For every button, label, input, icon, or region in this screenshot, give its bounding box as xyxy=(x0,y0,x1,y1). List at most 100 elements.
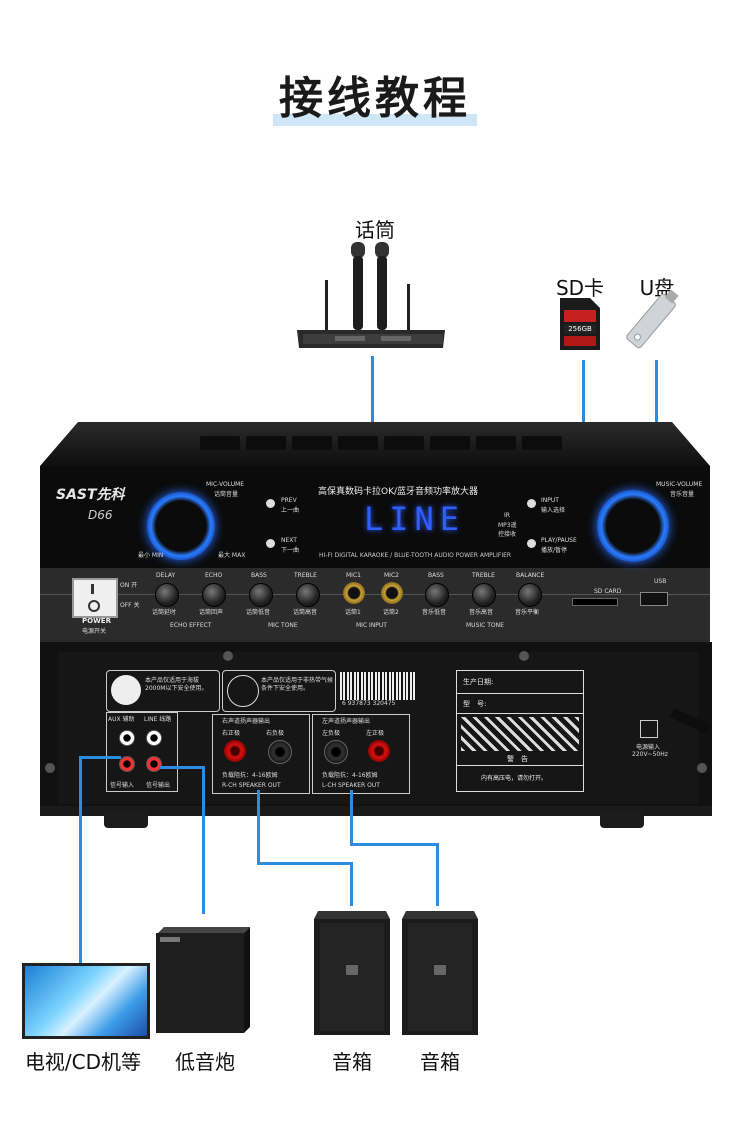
vent xyxy=(246,436,286,450)
prev-label: PREV xyxy=(281,497,297,504)
aux-in-red-jack[interactable] xyxy=(119,756,135,772)
knob-cn: 话筒2 xyxy=(383,609,399,616)
altitude-notice: 本产品仅适用于海拔2000M以下安全使用。 xyxy=(106,670,220,712)
delay-knob[interactable] xyxy=(155,583,179,607)
echo-knob[interactable] xyxy=(202,583,226,607)
knob-cn: 话筒回声 xyxy=(199,609,224,616)
mic-volume-label: MIC-VOLUME xyxy=(206,481,245,488)
barcode-number: 6 937873 320475 xyxy=(342,700,396,707)
right-speaker-wire xyxy=(436,843,439,906)
left-negative-terminal[interactable] xyxy=(324,740,348,764)
mic-volume-knob[interactable] xyxy=(147,492,215,560)
power-switch[interactable] xyxy=(72,578,118,618)
vent xyxy=(292,436,332,450)
voltage-label: 220V~50Hz xyxy=(632,751,668,758)
right-speaker-wire xyxy=(350,790,353,846)
ir-sub: MP3遥控接收 xyxy=(498,522,517,538)
tv-wire xyxy=(79,756,121,759)
prev-button[interactable] xyxy=(266,499,275,508)
section-label: MIC INPUT xyxy=(356,622,387,629)
music-volume-cn: 音乐音量 xyxy=(670,491,695,498)
music-treble-knob[interactable] xyxy=(472,583,496,607)
knob-label: TREBLE xyxy=(472,572,495,579)
knob-label: TREBLE xyxy=(294,572,317,579)
vent xyxy=(476,436,516,450)
left-speaker-wire xyxy=(350,862,353,906)
sd-card-icon: 256GB xyxy=(560,298,600,350)
speaker-left-label: 音箱 xyxy=(332,1050,372,1074)
tv-icon xyxy=(22,963,150,1039)
vent xyxy=(522,436,562,450)
right-positive-terminal[interactable] xyxy=(224,740,246,762)
tv-label: 电视/CD机等 xyxy=(24,1050,142,1074)
sd-card-slot[interactable] xyxy=(572,598,618,606)
mic-bass-knob[interactable] xyxy=(249,583,273,607)
impedance-right: 负载阻抗：4-16欧姆 xyxy=(222,772,278,779)
product-name-en: HI-FI DIGITAL KARAOKE / BLUE-TOOTH AUDIO… xyxy=(319,552,512,559)
left-pos-label: 左正极 xyxy=(366,730,385,737)
pattern xyxy=(461,717,579,751)
knob-label: BASS xyxy=(251,572,267,579)
barcode xyxy=(340,672,416,700)
subwoofer-icon xyxy=(156,927,250,1033)
next-label: NEXT xyxy=(281,537,297,544)
vent xyxy=(430,436,470,450)
min-label: 最小 MIN xyxy=(138,552,164,559)
prev-cn: 上一曲 xyxy=(281,507,300,514)
input-cn: 输入选择 xyxy=(541,507,566,514)
signal-in-label: 信号输入 xyxy=(110,782,135,789)
right-neg-label: 右负极 xyxy=(266,730,285,737)
subwoofer-label: 低音炮 xyxy=(175,1050,235,1074)
on-label: ON 开 xyxy=(120,582,138,589)
left-speaker-wire xyxy=(257,790,260,864)
section-label: MUSIC TONE xyxy=(466,622,504,629)
knob-label: MIC2 xyxy=(384,572,399,579)
power-label: POWER xyxy=(82,617,111,625)
page-title: 接线教程 xyxy=(279,73,471,124)
tv-wire xyxy=(79,756,82,964)
input-label: INPUT xyxy=(541,497,559,504)
usb-slot-label: USB xyxy=(654,578,667,585)
sd-slot-label: SD CARD xyxy=(594,588,622,595)
balance-knob[interactable] xyxy=(518,583,542,607)
impedance-left: 负载阻抗：4-16欧姆 xyxy=(322,772,378,779)
aux-in-white-jack[interactable] xyxy=(119,730,135,746)
max-label: 最大 MAX xyxy=(218,552,246,559)
next-button[interactable] xyxy=(266,539,275,548)
knob-label: BASS xyxy=(428,572,444,579)
mic-treble-knob[interactable] xyxy=(296,583,320,607)
right-negative-terminal[interactable] xyxy=(268,740,292,764)
product-name-cn: 高保真数码卡拉OK/蓝牙音频功率放大器 xyxy=(318,487,479,497)
usb-port[interactable] xyxy=(640,592,668,606)
model-label: D66 xyxy=(88,508,113,522)
play-pause-label: PLAY/PAUSE xyxy=(541,537,577,544)
play-pause-button[interactable] xyxy=(527,539,536,548)
vent xyxy=(200,436,240,450)
music-volume-knob[interactable] xyxy=(597,490,669,562)
knob-cn: 话筒1 xyxy=(345,609,361,616)
subwoofer-wire xyxy=(202,766,205,914)
speaker-right-label: 音箱 xyxy=(420,1050,460,1074)
mic1-jack[interactable] xyxy=(343,582,365,604)
climate-notice: 本产品仅适用于非热带气候条件下安全使用。 xyxy=(222,670,336,712)
speaker-left-icon xyxy=(314,911,390,1035)
left-positive-terminal[interactable] xyxy=(368,740,390,762)
knob-label: MIC1 xyxy=(346,572,361,579)
knob-cn: 话筒延时 xyxy=(152,609,177,616)
off-label: OFF 关 xyxy=(120,602,140,609)
music-bass-knob[interactable] xyxy=(425,583,449,607)
aux-line-panel xyxy=(106,712,178,792)
input-button[interactable] xyxy=(527,499,536,508)
section-label: ECHO EFFECT xyxy=(170,622,212,629)
left-speaker-label: 左声道扬声器输出 xyxy=(322,718,371,725)
knob-label: DELAY xyxy=(156,572,176,579)
power-inlet[interactable] xyxy=(640,720,658,738)
music-volume-label: MUSIC-VOLUME xyxy=(656,481,703,488)
svg-text:256GB: 256GB xyxy=(568,325,592,333)
mic2-jack[interactable] xyxy=(381,582,403,604)
line-out-white-jack[interactable] xyxy=(146,730,162,746)
line-out-red-jack[interactable] xyxy=(146,756,162,772)
knob-cn: 音乐低音 xyxy=(422,609,447,616)
knob-label: BALANCE xyxy=(516,572,545,579)
vent xyxy=(338,436,378,450)
